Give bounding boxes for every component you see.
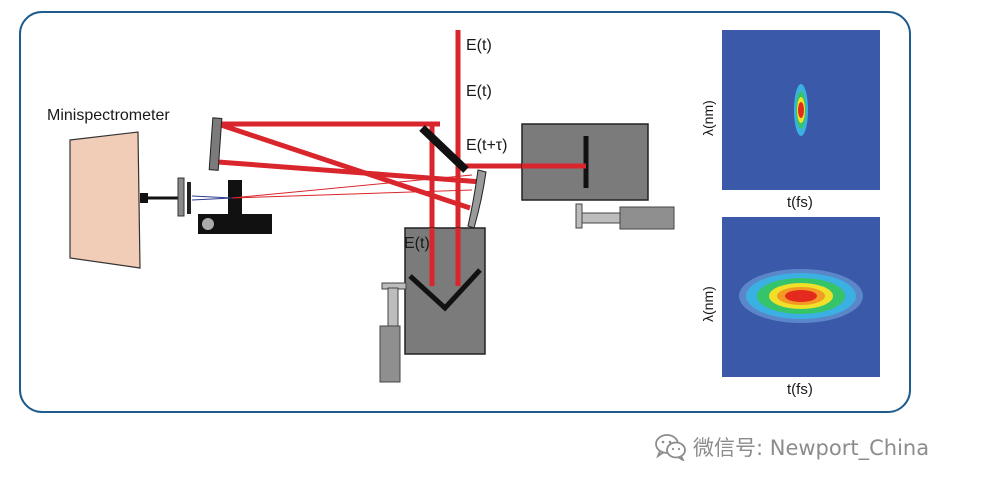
stage-actuator-rod [387, 287, 399, 327]
spectrogram-top-xlabel: t(fs) [787, 194, 813, 211]
delay-actuator-rod [579, 212, 621, 224]
spectrogram-top-core [798, 102, 804, 118]
delay-actuator-bracket [575, 203, 583, 229]
spectrogram-bottom-ylabel: λ(nm) [700, 286, 716, 322]
beamsplitter [419, 125, 469, 173]
field-label-delay: E(t+τ) [466, 137, 507, 154]
focusing-lens [177, 177, 185, 217]
crystal-mount-knob [202, 218, 214, 230]
stage-actuator-motor [379, 325, 401, 383]
left-mirror [208, 117, 223, 171]
spectrogram-bottom-xlabel: t(fs) [787, 381, 813, 398]
signal-beam-blue [191, 195, 233, 199]
fiber-connector [140, 193, 148, 203]
signal-beam-blue-2 [191, 197, 233, 201]
field-label-stage: E(t) [404, 235, 430, 252]
wechat-logo-icon [655, 434, 686, 461]
spectrogram-top-ylabel: λ(nm) [700, 100, 716, 136]
minispectrometer-body [69, 131, 141, 269]
beam-cross-1 [217, 121, 471, 211]
field-label-top: E(t) [466, 37, 492, 54]
watermark: 微信号: Newport_China [655, 432, 929, 462]
watermark-text: 微信号: Newport_China [693, 436, 930, 460]
field-label-mid: E(t) [466, 83, 492, 100]
beam-cross-2 [217, 159, 483, 185]
spectrogram-bottom-core [785, 290, 817, 302]
minispectrometer-label: Minispectrometer [47, 107, 170, 124]
roof-mirror [408, 268, 482, 312]
delay-actuator-motor [619, 206, 675, 230]
diagram-frame [19, 11, 911, 413]
crystal-mount-base [198, 214, 272, 234]
filter-plate [187, 182, 191, 214]
stage-housing [404, 227, 486, 355]
